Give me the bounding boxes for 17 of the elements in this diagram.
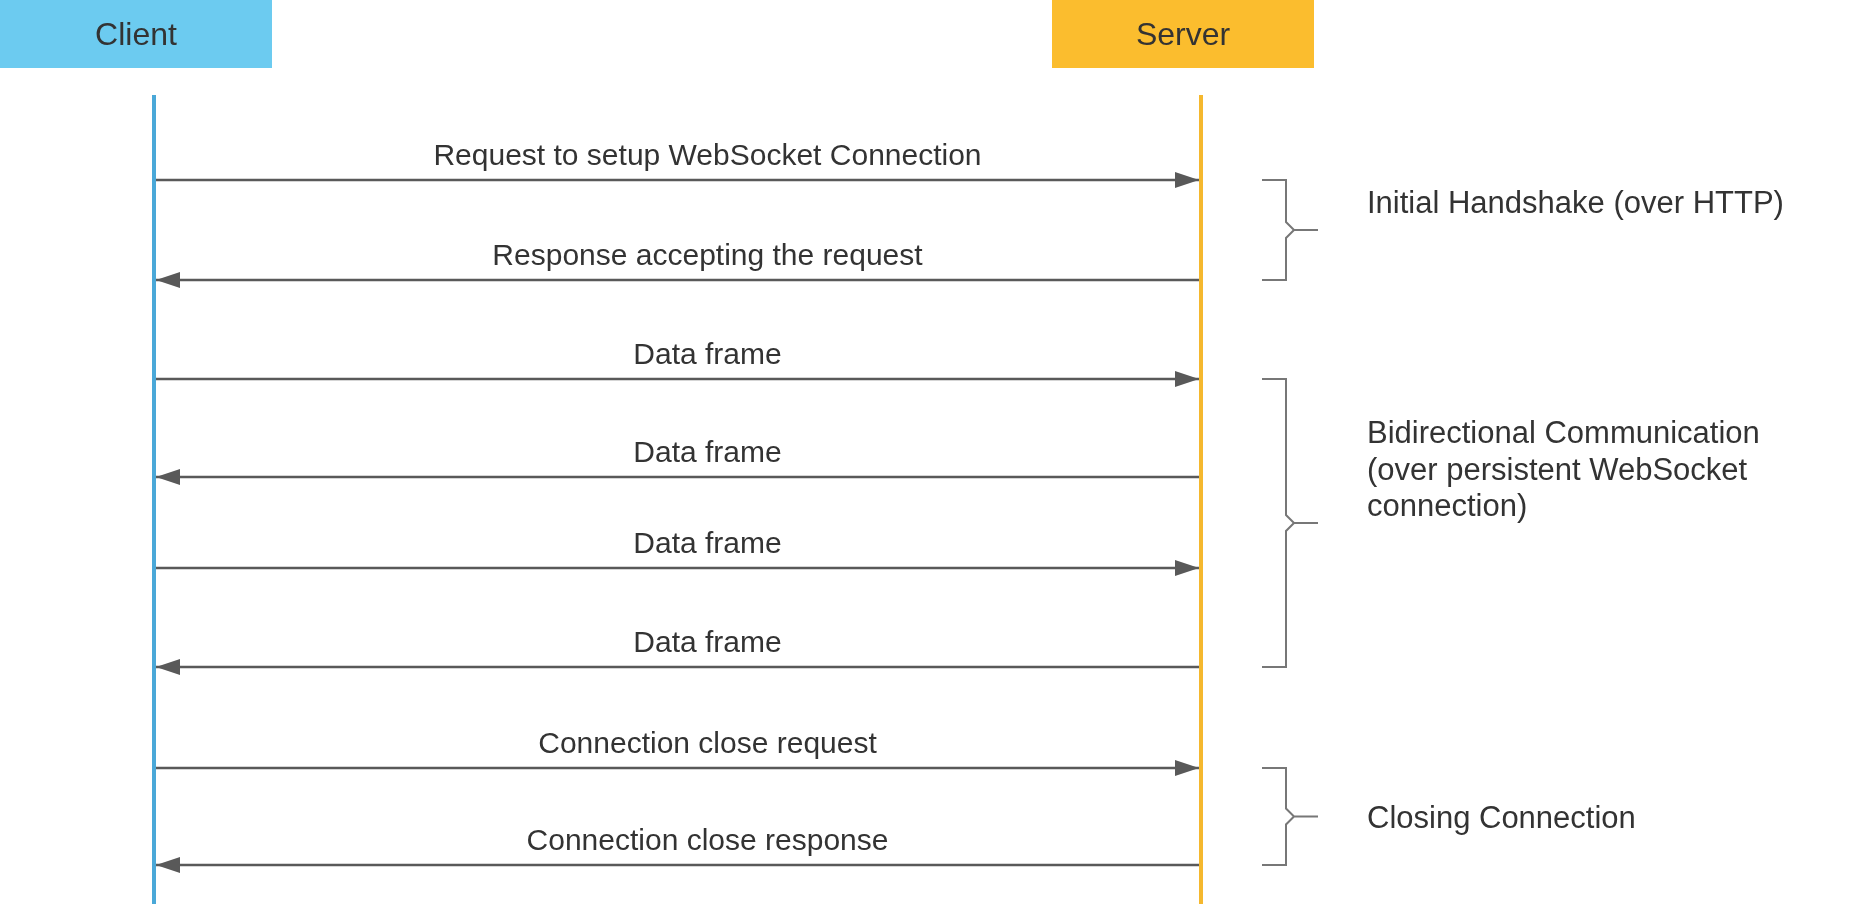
lifeline xyxy=(1199,95,1203,904)
participant-box xyxy=(1052,0,1314,68)
participant-name: Server xyxy=(1135,15,1231,53)
message-arrow xyxy=(156,371,1199,387)
message-arrow xyxy=(156,857,1199,873)
phase-note: Bidirectional Communication (over persistent WebSocket connection) xyxy=(1367,415,1761,525)
message-arrow xyxy=(156,560,1199,576)
phase-note: Closing Connection xyxy=(1367,799,1637,837)
message-arrow xyxy=(156,760,1199,776)
participant-box xyxy=(0,0,272,68)
message-arrow xyxy=(156,469,1199,485)
message-arrow xyxy=(156,659,1199,675)
participant-name: Client xyxy=(95,15,177,53)
lifeline xyxy=(152,95,156,904)
message-arrow xyxy=(156,172,1199,188)
message-arrow xyxy=(156,272,1199,288)
phase-note: Initial Handshake (over HTTP) xyxy=(1367,184,1785,222)
